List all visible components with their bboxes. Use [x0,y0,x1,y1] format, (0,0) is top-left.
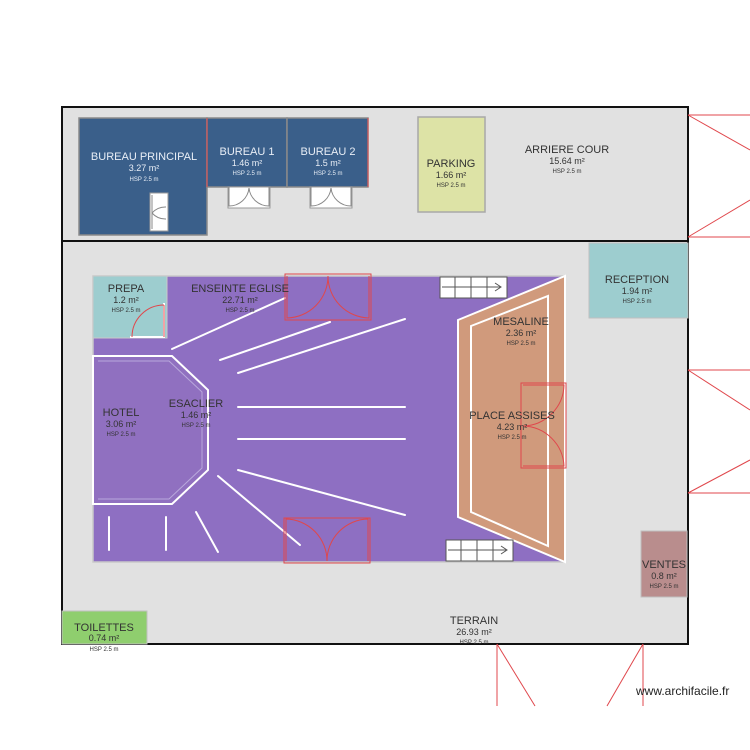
stairs-bottom[interactable] [445,539,514,562]
svg-text:1.94 m²: 1.94 m² [622,286,653,296]
svg-text:3.06 m²: 3.06 m² [106,419,137,429]
svg-text:BUREAU 2: BUREAU 2 [300,146,355,158]
svg-text:1.46 m²: 1.46 m² [181,410,212,420]
svg-text:22.71 m²: 22.71 m² [222,295,258,305]
svg-text:TERRAIN: TERRAIN [450,615,498,627]
svg-text:ENSEINTE EGLISE: ENSEINTE EGLISE [191,283,289,295]
svg-text:BUREAU 1: BUREAU 1 [219,146,274,158]
room-place-assises[interactable] [457,274,566,564]
label-hotel: HOTEL 3.06 m² HSP 2.5 m [103,407,140,438]
label-bureau-principal: BUREAU PRINCIPAL 3.27 m² HSP 2.5 m [91,151,197,183]
svg-text:PREPA: PREPA [108,283,145,295]
label-reception: RECEPTION 1.94 m² HSP 2.5 m [605,274,669,305]
svg-text:26.93 m²: 26.93 m² [456,627,492,637]
svg-text:HSP 2.5 m: HSP 2.5 m [112,308,141,314]
svg-text:0.74 m²: 0.74 m² [89,633,120,643]
svg-text:HSP 2.5 m: HSP 2.5 m [553,169,582,175]
label-arriere-cour: ARRIERE COUR 15.64 m² HSP 2.5 m [525,144,609,175]
svg-text:HSP 2.5 m: HSP 2.5 m [107,432,136,438]
label-esaclier: ESACLIER 1.46 m² HSP 2.5 m [169,398,223,429]
door-bureau-2[interactable] [309,186,353,209]
door-eglise-top[interactable] [284,273,372,321]
door-prepa[interactable] [130,303,165,338]
room-prepa[interactable] [92,275,168,339]
watermark: www.archifacile.fr [636,684,730,698]
svg-text:HSP 2.5 m: HSP 2.5 m [498,435,527,441]
gate-bottom[interactable] [496,643,644,707]
gate-right-bottom[interactable] [687,369,750,494]
svg-text:15.64 m²: 15.64 m² [549,156,585,166]
svg-text:1.66 m²: 1.66 m² [436,170,467,180]
svg-text:TOILETTES: TOILETTES [74,622,134,634]
svg-text:HSP 2.5 m: HSP 2.5 m [90,647,119,653]
svg-text:HSP 2.5 m: HSP 2.5 m [437,183,466,189]
svg-text:RECEPTION: RECEPTION [605,274,669,286]
gate-right-top[interactable] [687,114,750,238]
svg-text:BUREAU PRINCIPAL: BUREAU PRINCIPAL [91,151,197,163]
stairs-top[interactable] [439,276,508,299]
svg-text:HSP 2.5 m: HSP 2.5 m [460,640,489,646]
svg-text:1.46 m²: 1.46 m² [232,158,263,168]
label-enseinte-eglise: ENSEINTE EGLISE 22.71 m² HSP 2.5 m [191,283,289,314]
label-terrain: TERRAIN 26.93 m² HSP 2.5 m [450,615,498,646]
svg-text:1.2 m²: 1.2 m² [113,295,139,305]
svg-text:3.27 m²: 3.27 m² [129,163,160,173]
svg-text:VENTES: VENTES [642,559,686,571]
esaclier-outline [98,360,203,500]
room-parking[interactable] [417,116,486,213]
door-place-assises[interactable] [520,382,567,469]
svg-text:HSP 2.5 m: HSP 2.5 m [130,177,159,183]
svg-text:1.5 m²: 1.5 m² [315,158,341,168]
label-place-assises: PLACE ASSISES 4.23 m² HSP 2.5 m [469,410,555,441]
svg-text:2.36 m²: 2.36 m² [506,328,537,338]
label-ventes: VENTES 0.8 m² HSP 2.5 m [642,559,686,590]
label-prepa: PREPA 1.2 m² HSP 2.5 m [108,283,145,314]
svg-text:HSP 2.5 m: HSP 2.5 m [314,171,343,177]
room-reception[interactable] [588,242,689,319]
svg-text:0.8 m²: 0.8 m² [651,571,677,581]
room-toilettes[interactable] [61,610,148,645]
room-bureau-principal[interactable] [78,117,208,236]
svg-text:HSP 2.5 m: HSP 2.5 m [623,299,652,305]
label-parking: PARKING 1.66 m² HSP 2.5 m [427,158,476,189]
svg-text:HOTEL: HOTEL [103,407,140,419]
svg-text:4.23 m²: 4.23 m² [497,422,528,432]
door-bureau-1[interactable] [227,186,271,209]
door-eglise-bottom[interactable] [283,517,371,564]
svg-text:HSP 2.5 m: HSP 2.5 m [226,308,255,314]
svg-text:HSP 2.5 m: HSP 2.5 m [182,423,211,429]
svg-text:ESACLIER: ESACLIER [169,398,223,410]
room-mesaline [470,294,549,548]
label-bureau-2: BUREAU 2 1.5 m² HSP 2.5 m [300,146,355,177]
label-mesaline: MESALINE 2.36 m² HSP 2.5 m [493,316,549,347]
svg-text:PARKING: PARKING [427,158,476,170]
svg-text:HSP 2.5 m: HSP 2.5 m [650,584,679,590]
svg-text:HSP 2.5 m: HSP 2.5 m [507,341,536,347]
svg-text:ARRIERE COUR: ARRIERE COUR [525,144,609,156]
room-hotel[interactable] [92,355,209,505]
label-toilettes: TOILETTES 0.74 m² HSP 2.5 m [74,622,134,653]
label-bureau-1: BUREAU 1 1.46 m² HSP 2.5 m [219,146,274,177]
svg-text:MESALINE: MESALINE [493,316,549,328]
door-bureau-principal[interactable] [149,192,169,232]
svg-text:HSP 2.5 m: HSP 2.5 m [233,171,262,177]
svg-text:PLACE ASSISES: PLACE ASSISES [469,410,555,422]
room-ventes[interactable] [640,530,688,598]
